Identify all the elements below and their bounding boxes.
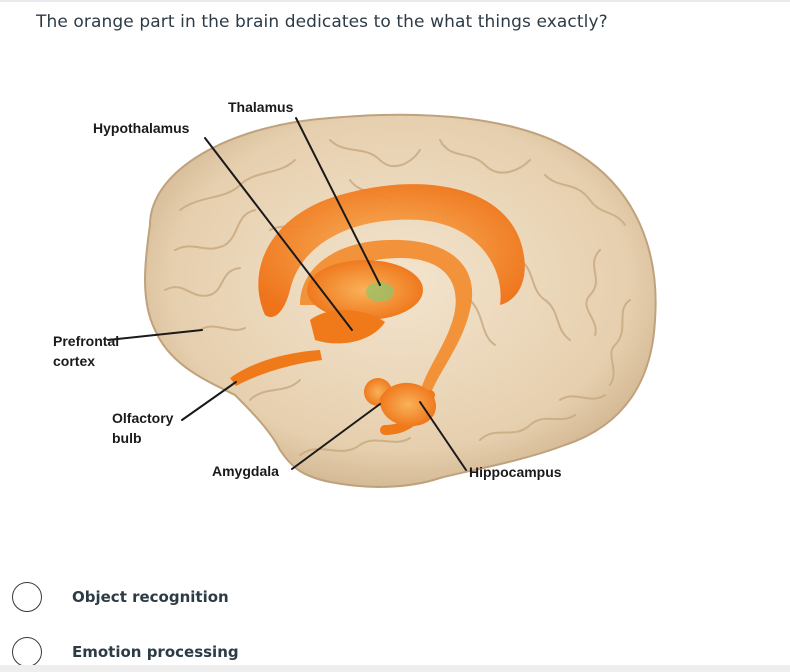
label-olfactory-line2: bulb [112,430,142,446]
answer-option-label: Object recognition [72,588,229,606]
thalamus-body [307,260,423,320]
label-hypothalamus: Hypothalamus [93,120,190,136]
radio-button-2[interactable] [12,637,42,667]
brain-diagram: Thalamus Hypothalamus Prefrontal cortex … [53,99,657,488]
label-prefrontal-line1: Prefrontal [53,333,119,349]
question-text: The orange part in the brain dedicates t… [36,12,608,32]
label-hippocampus: Hippocampus [469,464,562,480]
hypothalamus-body [310,310,385,344]
label-amygdala: Amygdala [212,463,279,479]
label-thalamus: Thalamus [228,99,294,115]
top-border [0,0,790,2]
olfactory-tract [230,350,322,386]
hippocampus-body [379,382,436,427]
radio-button-1[interactable] [12,582,42,612]
cingulate-arc [258,184,525,318]
answer-option-label: Emotion processing [72,643,239,661]
limbic-system [230,184,525,435]
leader-lines [107,117,467,471]
label-prefrontal-line2: cortex [53,353,95,369]
bottom-scroll-edge [0,665,790,672]
label-olfactory-line1: Olfactory [112,410,174,426]
answer-option-1[interactable]: Object recognition [12,580,229,614]
answer-option-2[interactable]: Emotion processing [12,635,239,669]
